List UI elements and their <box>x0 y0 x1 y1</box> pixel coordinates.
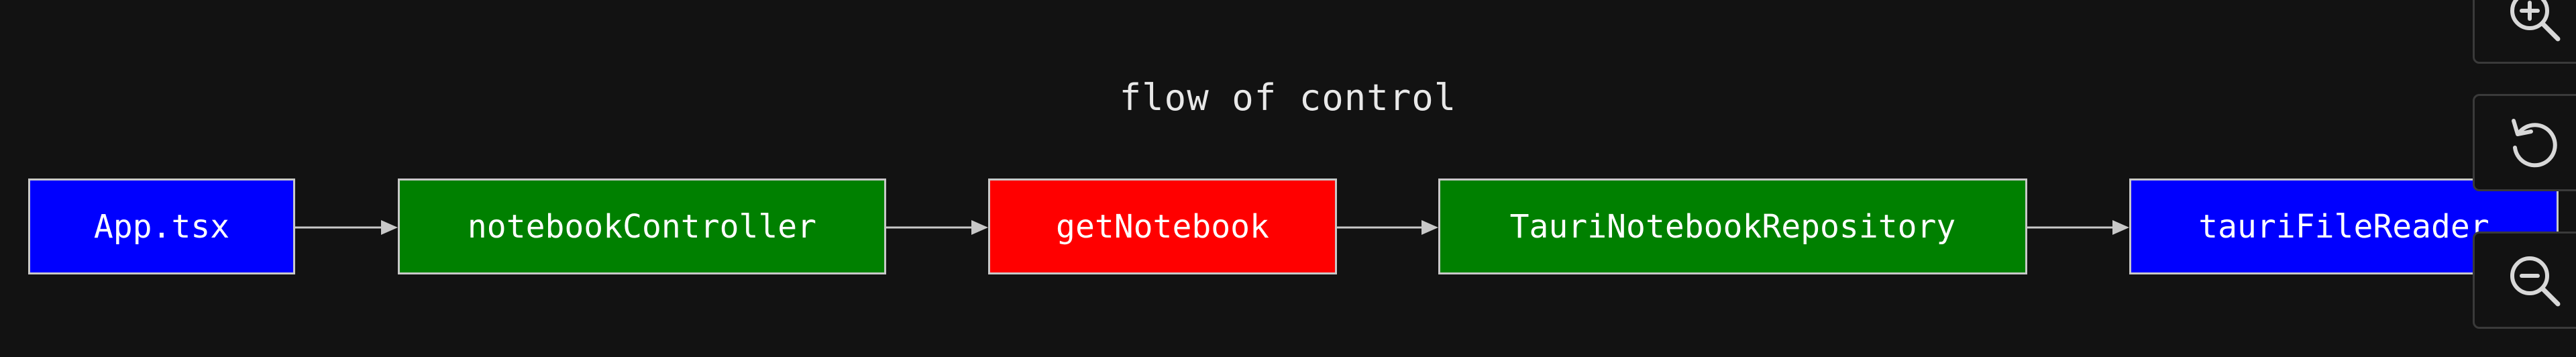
node-label: TauriNotebookRepository <box>1509 207 1956 246</box>
zoom-out-button[interactable] <box>2473 232 2576 329</box>
node-get-notebook[interactable]: getNotebook <box>988 178 1337 274</box>
zoom-in-button[interactable] <box>2473 0 2576 64</box>
node-label: getNotebook <box>1056 207 1269 246</box>
node-label: tauriFileReader <box>2198 207 2489 246</box>
reset-view-button[interactable] <box>2473 94 2576 191</box>
edge-arrow <box>2027 217 2129 238</box>
zoom-in-icon <box>2504 0 2565 46</box>
node-tauri-notebook-repository[interactable]: TauriNotebookRepository <box>1438 178 2027 274</box>
edge-arrow <box>886 217 988 238</box>
node-notebook-controller[interactable]: notebookController <box>398 178 886 274</box>
edge-arrow <box>295 217 398 238</box>
node-label: notebookController <box>467 207 817 246</box>
node-label: App.tsx <box>93 207 230 246</box>
edge-arrow <box>1337 217 1438 238</box>
zoom-out-icon <box>2504 250 2565 311</box>
node-tauri-file-reader[interactable]: tauriFileReader <box>2129 178 2559 274</box>
reset-icon <box>2504 113 2565 173</box>
node-app[interactable]: App.tsx <box>28 178 295 274</box>
diagram-title: flow of control <box>1119 76 1457 119</box>
